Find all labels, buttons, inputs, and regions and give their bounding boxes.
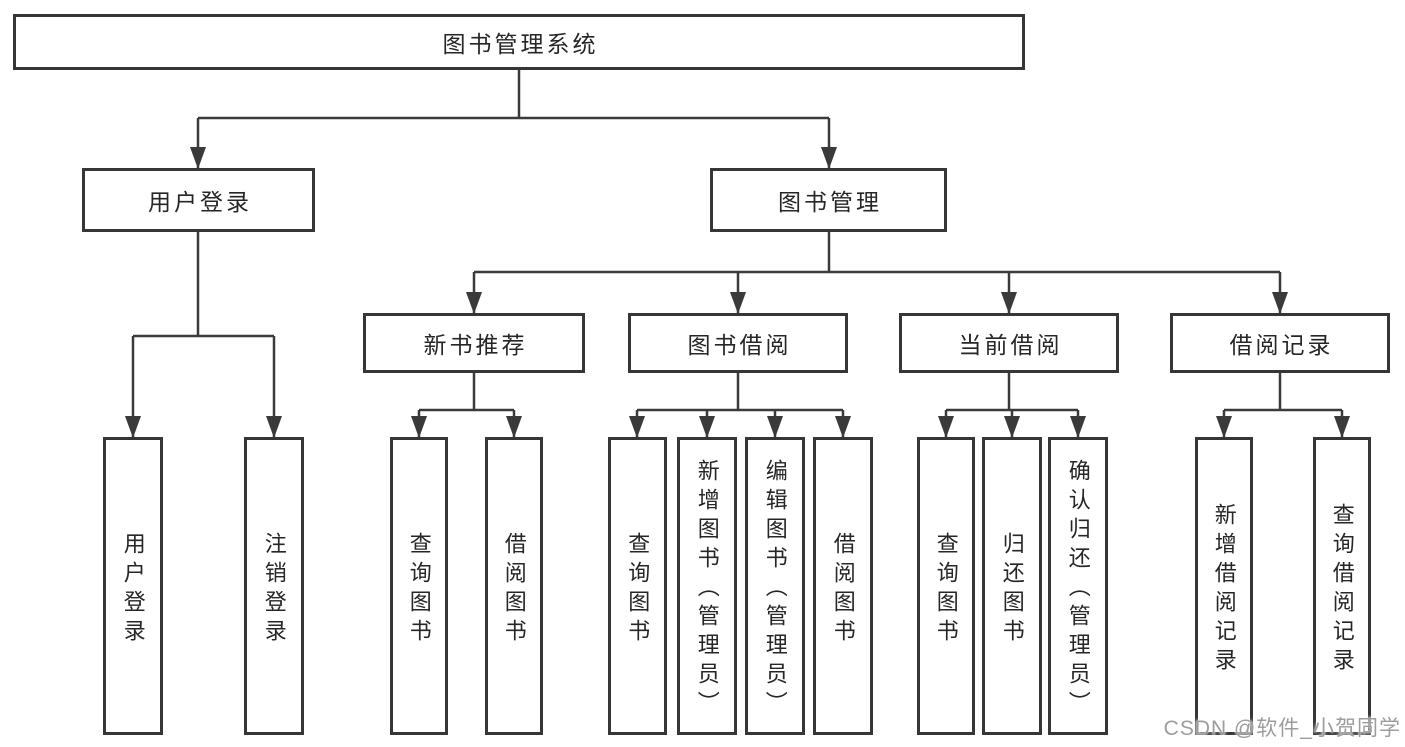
leaf-add-books-admin: 新增图书（管理员） (677, 437, 737, 735)
node-label: 图书管理 (778, 189, 882, 215)
leaf-label: 查询借阅记录 (1329, 502, 1355, 677)
leaf-add-borrow-record: 新增借阅记录 (1195, 437, 1253, 735)
leaf-borrow-books-recommend: 借阅图书 (485, 437, 543, 735)
leaf-query-books-current: 查询图书 (917, 437, 975, 735)
node-user-login: 用户登录 (82, 168, 315, 232)
node-label: 当前借阅 (958, 332, 1063, 358)
leaf-label: 借阅图书 (501, 531, 527, 648)
leaf-borrow-books-borrowing: 借阅图书 (813, 437, 873, 735)
leaf-logout: 注销登录 (244, 437, 304, 735)
leaf-query-borrow-record: 查询借阅记录 (1313, 437, 1371, 735)
leaf-label: 借阅图书 (830, 531, 856, 648)
leaf-label: 确认归还（管理员） (1065, 459, 1091, 720)
node-label: 新书推荐 (423, 332, 528, 358)
leaf-label: 归还图书 (999, 531, 1025, 648)
node-label: 图书管理系统 (442, 31, 599, 57)
leaf-label: 注销登录 (261, 531, 287, 648)
node-book-management: 图书管理 (710, 168, 947, 232)
leaf-label: 查询图书 (406, 531, 432, 648)
leaf-label: 用户登录 (120, 531, 146, 648)
leaf-user-login: 用户登录 (103, 437, 163, 735)
leaf-query-books-recommend: 查询图书 (390, 437, 448, 735)
node-new-book-recommend: 新书推荐 (363, 313, 585, 373)
leaf-query-books-borrowing: 查询图书 (608, 437, 667, 735)
leaf-label: 新增图书（管理员） (694, 459, 720, 720)
leaf-label: 查询图书 (933, 531, 959, 648)
leaf-label: 查询图书 (625, 531, 651, 648)
node-book-borrowing: 图书借阅 (628, 313, 848, 373)
node-current-borrowing: 当前借阅 (899, 313, 1119, 373)
leaf-confirm-return-admin: 确认归还（管理员） (1048, 437, 1108, 735)
leaf-edit-books-admin: 编辑图书（管理员） (745, 437, 805, 735)
leaf-label: 新增借阅记录 (1211, 502, 1237, 677)
leaf-return-books: 归还图书 (982, 437, 1042, 735)
csdn-watermark: CSDN @软件_小贺同学 (1163, 717, 1401, 740)
node-borrowing-records: 借阅记录 (1170, 313, 1390, 373)
leaf-label: 编辑图书（管理员） (762, 459, 788, 720)
node-label: 用户登录 (148, 189, 252, 215)
node-label: 借阅记录 (1229, 332, 1334, 358)
node-label: 图书借阅 (687, 332, 792, 358)
node-library-management-system: 图书管理系统 (13, 14, 1025, 70)
